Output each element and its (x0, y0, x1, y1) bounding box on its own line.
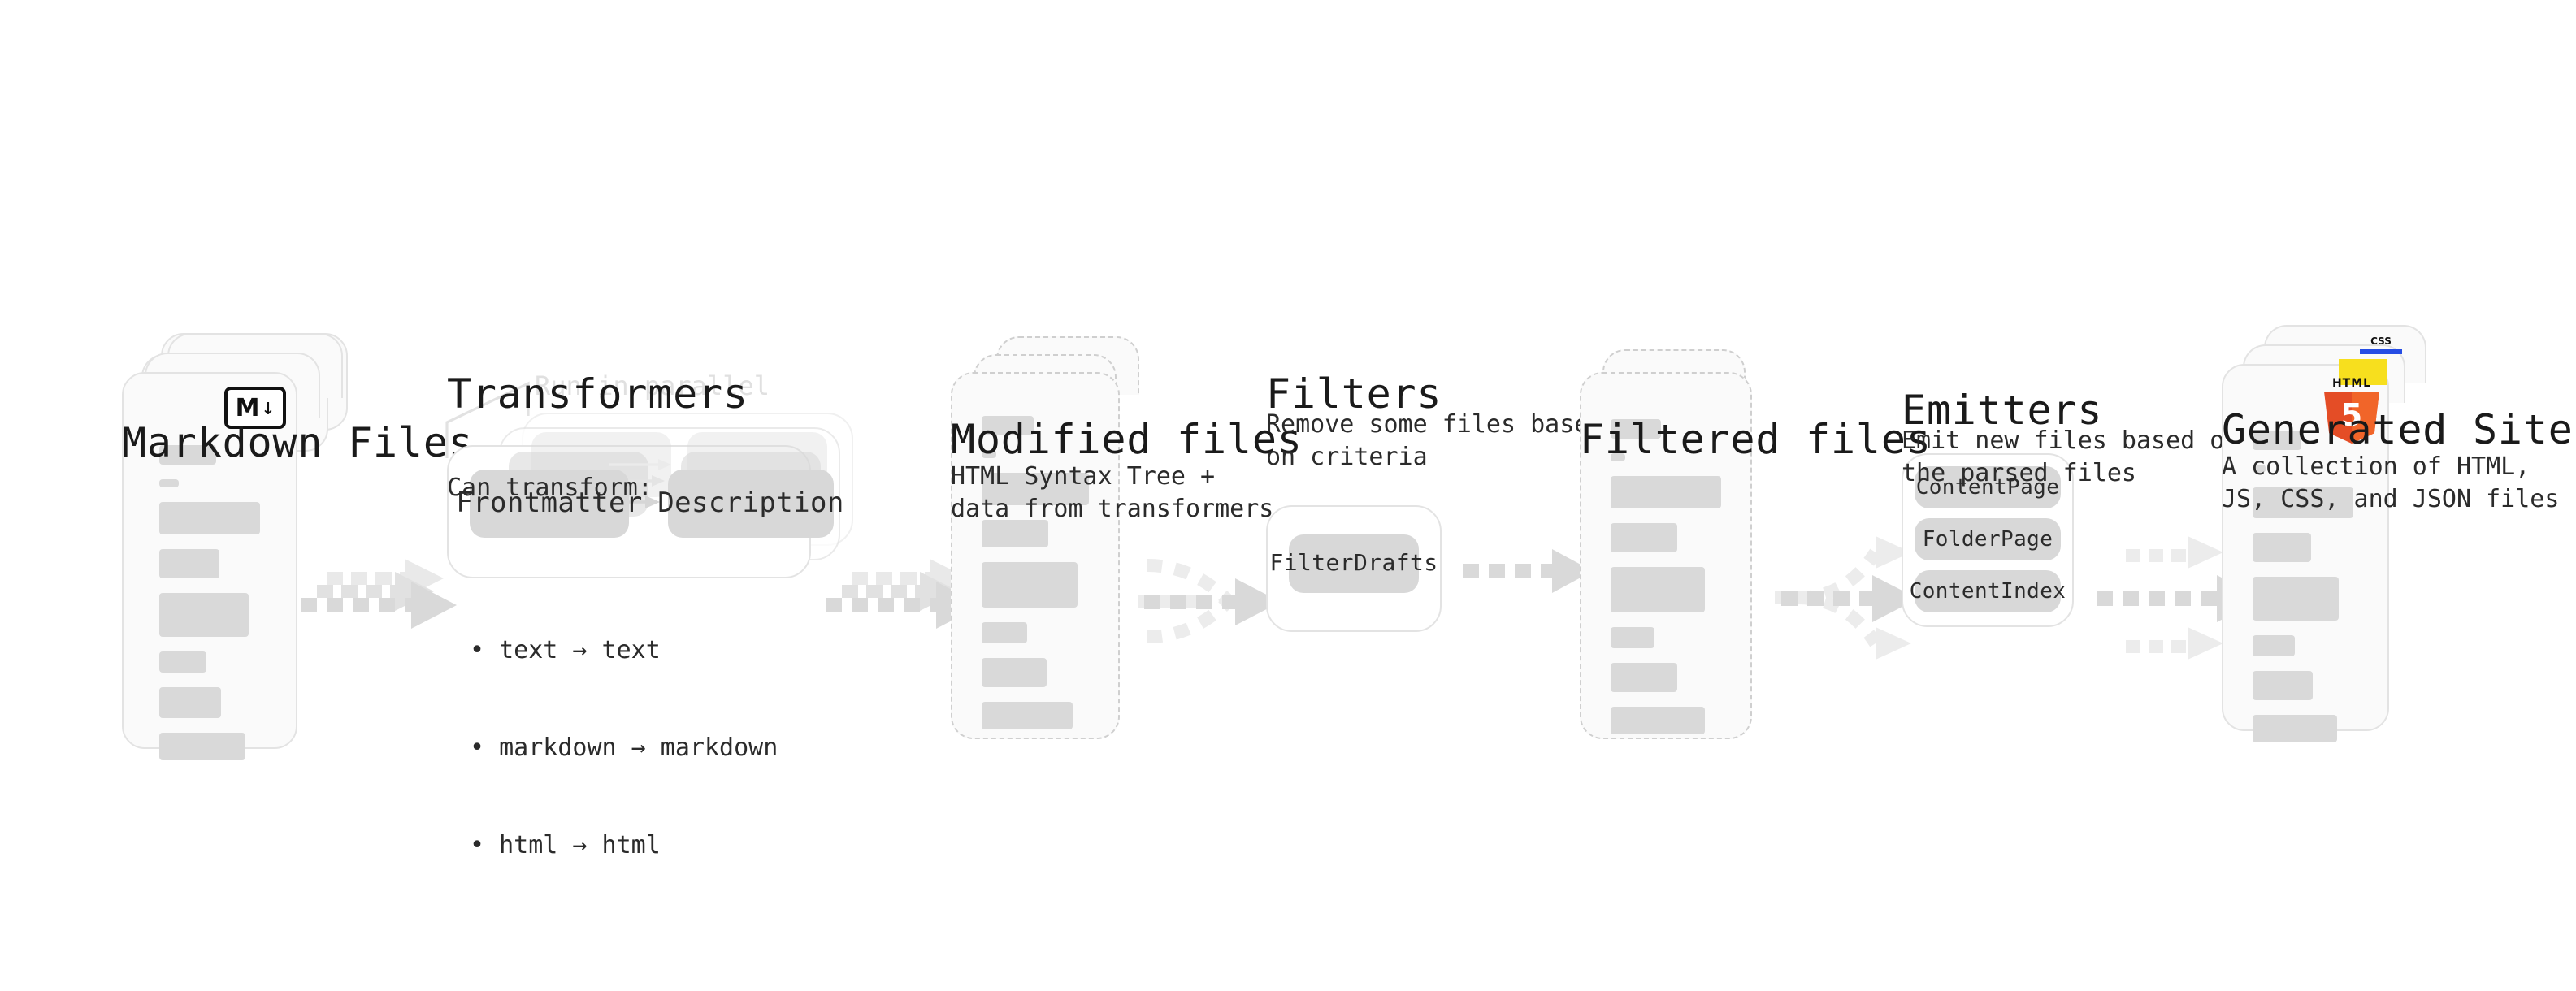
stage-title-filtered-files: Filtered files (1580, 416, 1932, 463)
stage-desc-transformers: Can transform: text → text markdown → ma… (447, 406, 778, 991)
stage-title-generated-site: Generated Site (2222, 406, 2574, 453)
arrow-modified-to-filters (1138, 559, 1281, 643)
filters-chip-filterdrafts: FilterDrafts (1269, 534, 1438, 593)
js-icon (2339, 359, 2387, 385)
markdown-icon-arrow: ↓ (261, 395, 275, 421)
css-icon-label: CSS (2370, 336, 2392, 348)
stage-desc-modified-files: HTML Syntax Tree + data from transformer… (951, 461, 1274, 523)
markdown-icon-letter: M (235, 392, 260, 422)
stage-desc-generated-site: A collection of HTML, JS, CSS, and JSON … (2222, 452, 2560, 513)
transformer-chip-frontmatter-label: Frontmatter (456, 487, 643, 520)
html5-icon-shield (2324, 392, 2379, 444)
arrow-filtered-to-emitters (1775, 536, 1918, 660)
filters-chip-filterdrafts-label: FilterDrafts (1269, 551, 1438, 577)
transformer-chip-frontmatter: Frontmatter (456, 470, 642, 538)
arrow-filters-to-filtered (1463, 549, 1593, 593)
stage-title-modified-files: Modified files (951, 416, 1303, 463)
transformer-chip-description: Description (657, 470, 843, 538)
stage-desc-emitters: Emit new files based on the parsed files (1902, 426, 2239, 487)
arrow-markdown-to-transformers (301, 559, 457, 629)
run-in-parallel-label: Run in parallel (535, 370, 770, 401)
transformers-desc-heading: Can transform: (447, 473, 653, 502)
emitters-chip-contentpage: ContentPage (1915, 466, 2061, 508)
filtered-card-placeholder-bars (1611, 419, 1721, 749)
site-card-front (2222, 364, 2389, 742)
pipeline-diagram: M↓ M↓ M↓ Markdown Files (0, 0, 2576, 681)
emitters-chip-folderpage: FolderPage (1915, 518, 2061, 560)
css-icon-underline (2360, 349, 2402, 354)
emitters-chip-contentindex-label: ContentIndex (1909, 579, 2066, 604)
filtered-card-front (1580, 372, 1752, 739)
arrow-transformers-to-modified (826, 559, 982, 629)
transformers-desc-item-1: markdown → markdown (470, 731, 778, 764)
transformers-desc-item-2: html → html (470, 829, 778, 861)
html5-icon-caption: HTML (2331, 377, 2372, 390)
stage-title-filters: Filters (1266, 370, 1442, 418)
markdown-icon: M↓ (224, 387, 286, 429)
stage-desc-filters: Remove some files based on criteria (1266, 409, 1604, 471)
emitters-chip-contentindex: ContentIndex (1910, 570, 2066, 612)
run-in-parallel-bracket (445, 381, 530, 458)
transformers-desc-item-0: text → text (470, 634, 778, 666)
transformer-chip-description-label: Description (657, 487, 844, 520)
css-icon: CSS (2360, 336, 2402, 357)
stage-title-markdown-files: Markdown Files (122, 419, 474, 466)
emitters-chip-folderpage-label: FolderPage (1922, 527, 2053, 552)
stage-title-transformers: Transformers (447, 370, 748, 418)
markdown-card-placeholder-bars (159, 445, 260, 775)
emitters-chip-contentpage-label: ContentPage (1915, 475, 2060, 500)
html5-icon: HTML (2322, 377, 2381, 444)
transformers-desc-list: text → text markdown → markdown html → h… (447, 569, 778, 926)
stage-title-emitters: Emitters (1902, 387, 2103, 434)
